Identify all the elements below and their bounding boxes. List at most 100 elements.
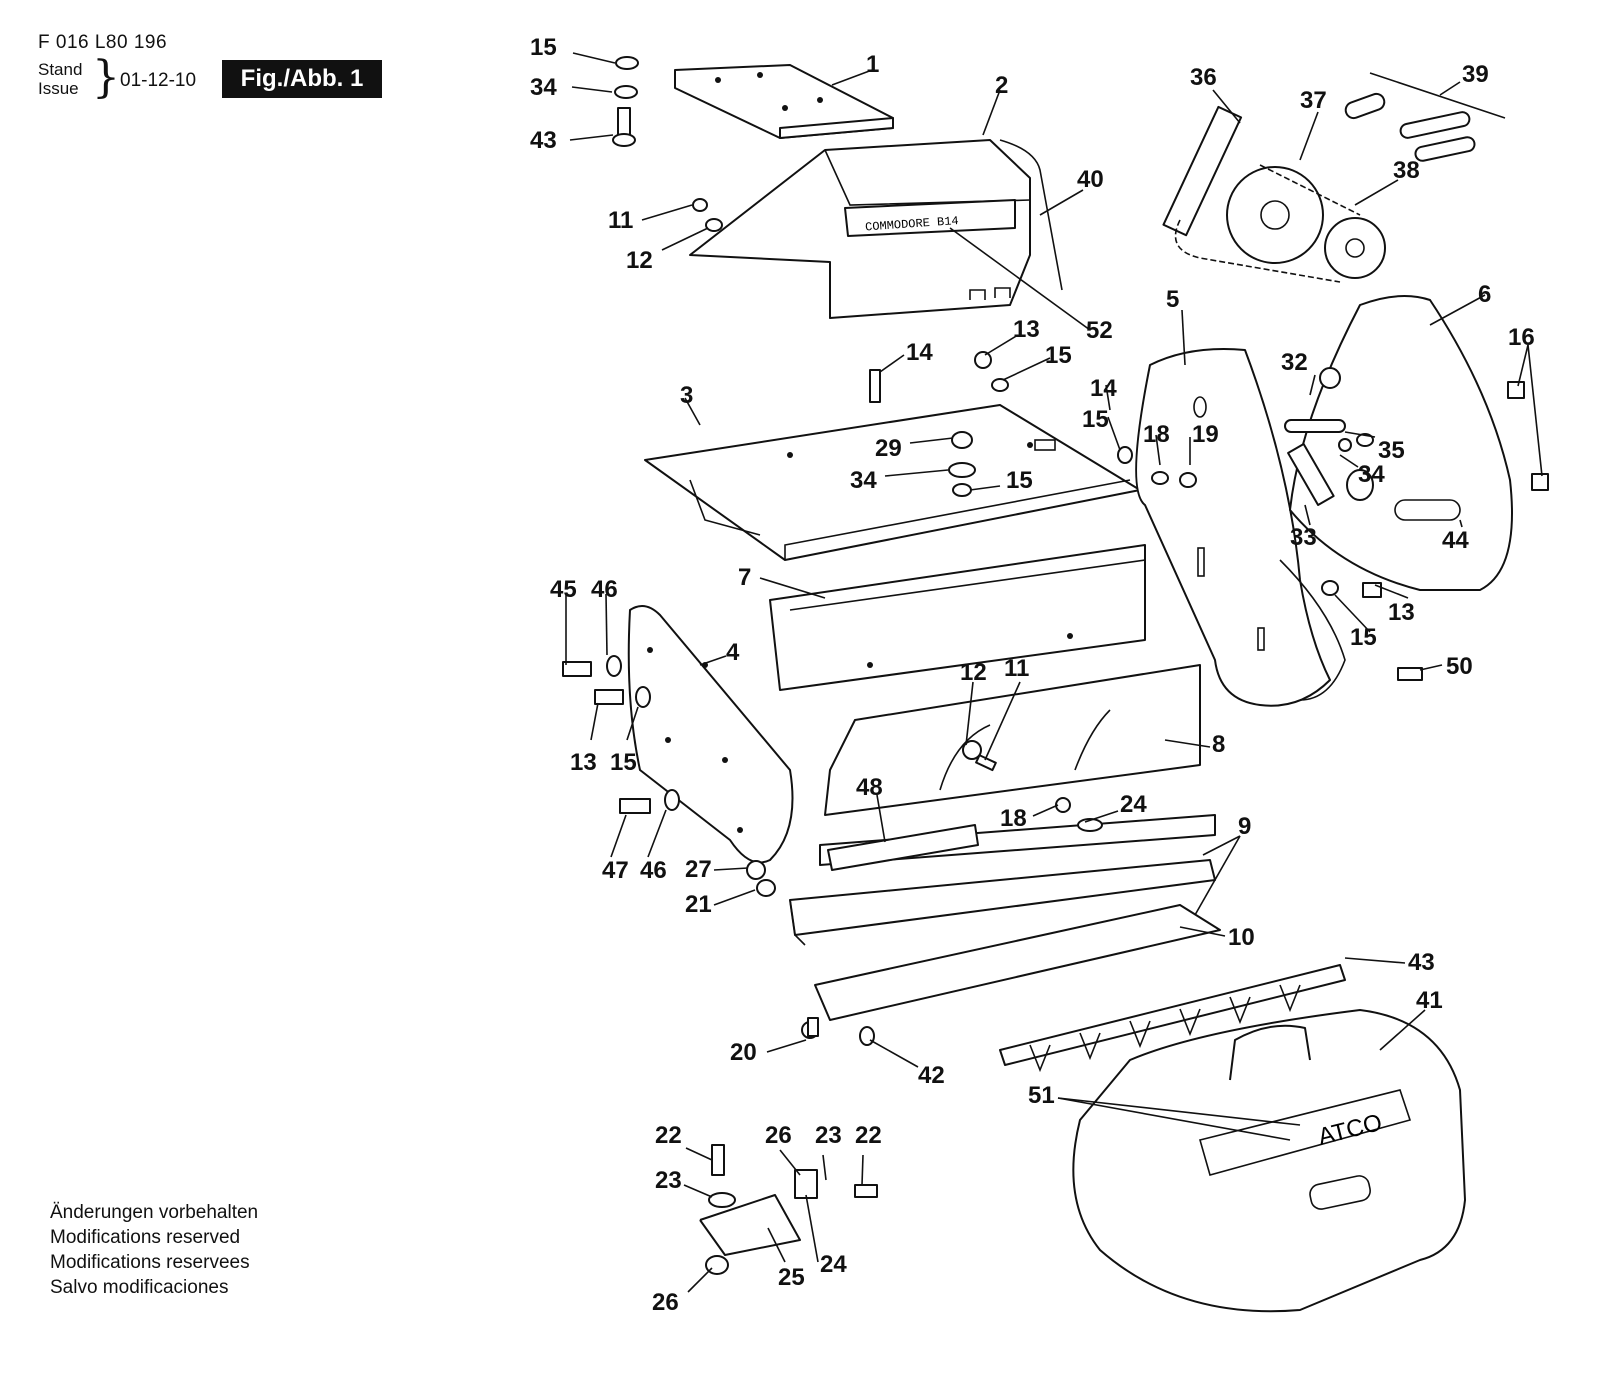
note-de: Änderungen vorbehalten [50,1202,259,1223]
note-es: Salvo modificaciones [50,1277,229,1298]
callout-15: 15 [1350,624,1377,651]
callout-52: 52 [1086,317,1113,344]
part-10-blade [814,904,1221,1021]
callout-15: 15 [1045,342,1072,369]
callout-39: 39 [1462,61,1489,88]
callout-15: 15 [530,34,557,61]
modification-notes: Änderungen vorbehalten Modifications res… [50,1200,258,1300]
callout-33: 33 [1290,524,1317,551]
callout-51: 51 [1028,1082,1055,1109]
part-43-comb-bar [999,964,1346,1073]
callout-12: 12 [626,247,653,274]
callout-15: 15 [1082,406,1109,433]
callout-13: 13 [570,749,597,776]
callout-43: 43 [1408,949,1435,976]
part-drawings: COMMODORE B14 [562,56,1549,1313]
callout-35: 35 [1378,437,1405,464]
callout-15: 15 [1006,467,1033,494]
callout-29: 29 [875,435,902,462]
callout-2: 2 [995,72,1008,99]
callout-18: 18 [1143,421,1170,448]
callout-1: 1 [866,51,879,78]
callout-23: 23 [815,1122,842,1149]
stand-issue-label: Stand Issue [38,60,82,98]
callout-11: 11 [1004,655,1029,682]
callout-9: 9 [1238,813,1251,840]
callout-46: 46 [640,857,667,884]
callout-4: 4 [726,639,740,666]
callout-34: 34 [530,74,557,101]
part-6-gear-cover [1289,295,1513,591]
callout-26: 26 [765,1122,792,1149]
callout-20: 20 [730,1039,757,1066]
callout-3: 3 [680,382,693,409]
part-41-grass-box: ATCO [1072,1009,1466,1313]
part-5-right-side-plate [1135,348,1346,707]
callout-7: 7 [738,564,751,591]
callout-22: 22 [855,1122,882,1149]
callout-14: 14 [1090,375,1117,402]
callout-5: 5 [1166,286,1179,313]
badge-text: COMMODORE B14 [865,214,959,234]
note-fr: Modifications reservees [50,1252,250,1273]
callout-13: 13 [1013,316,1040,343]
callout-27: 27 [685,856,712,883]
part-40-side-strip [999,139,1063,291]
part-3-deck-plate [644,404,1141,561]
part-48-small-bar [827,824,979,871]
parts-36-38-drive-chain [1162,105,1386,283]
callout-42: 42 [918,1062,945,1089]
callout-37: 37 [1300,87,1327,114]
figure-label: Fig./Abb. 1 [222,60,382,98]
part-number: F 016 L80 196 [38,32,168,53]
part-7-channel [769,544,1146,691]
callout-11: 11 [608,207,633,234]
callout-26: 26 [652,1289,679,1316]
callout-8: 8 [1212,731,1225,758]
parts-22-26-bracket [699,1144,878,1275]
callout-45: 45 [550,576,577,603]
callout-43: 43 [530,127,557,154]
small-fasteners [562,198,1549,1046]
callout-14: 14 [906,339,933,366]
callout-19: 19 [1192,421,1219,448]
callout-48: 48 [856,774,883,801]
part-top-fasteners [612,56,639,147]
callout-12: 12 [960,659,987,686]
callout-13: 13 [1388,599,1415,626]
callout-46: 46 [591,576,618,603]
callout-34: 34 [850,467,877,494]
stand-label: Stand [38,60,83,79]
callout-22: 22 [655,1122,682,1149]
callout-10: 10 [1228,924,1255,951]
callout-23: 23 [655,1167,682,1194]
note-en: Modifications reserved [50,1227,241,1248]
callout-41: 41 [1416,987,1443,1014]
part-39-chain-link [1344,72,1506,162]
part-2-chute-cover: COMMODORE B14 [689,139,1031,319]
callout-40: 40 [1077,166,1104,193]
callout-6: 6 [1478,281,1491,308]
brace-glyph: } [92,52,120,103]
callout-44: 44 [1442,527,1469,554]
callout-36: 36 [1190,64,1217,91]
callout-34: 34 [1358,461,1385,488]
part-1-top-plate [674,64,894,139]
callout-16: 16 [1508,324,1535,351]
issue-label: Issue [38,79,79,98]
callout-21: 21 [685,891,712,918]
callout-24: 24 [820,1251,847,1278]
callout-32: 32 [1281,349,1308,376]
callout-50: 50 [1446,653,1473,680]
callout-24: 24 [1120,791,1147,818]
issue-date: 01-12-10 [120,70,197,91]
leader-lines [565,52,1543,1293]
callout-18: 18 [1000,805,1027,832]
callout-15: 15 [610,749,637,776]
callout-38: 38 [1393,157,1420,184]
callout-47: 47 [602,857,629,884]
part-4-left-side-plate [627,605,794,864]
part-8-rear-plate [824,664,1201,816]
